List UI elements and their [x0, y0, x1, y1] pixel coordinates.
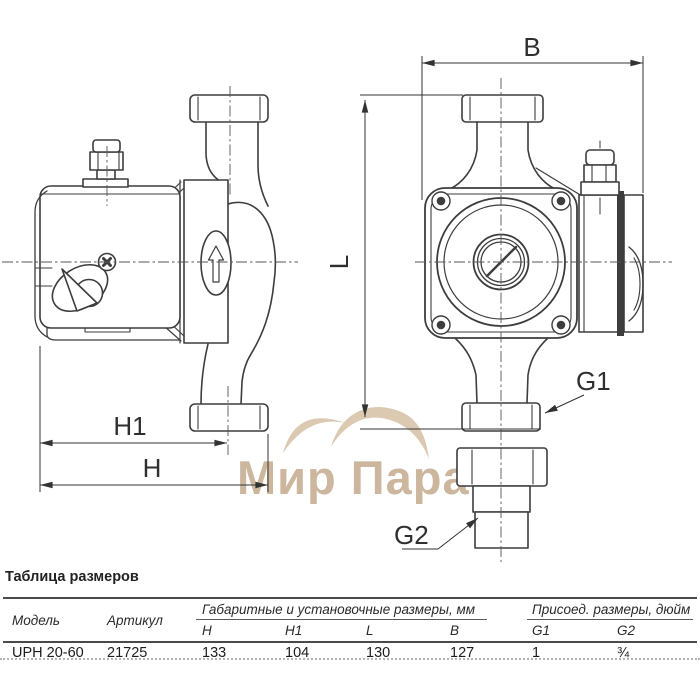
group-underline-dimensions: [196, 619, 487, 620]
pump-front-view: [424, 94, 644, 549]
cell-h: 133: [202, 645, 227, 661]
sub-header-g2: G2: [617, 623, 636, 638]
watermark-swoosh-left: [283, 418, 346, 453]
cell-model: UPH 20-60: [12, 645, 84, 661]
leader-g2: G2: [394, 517, 479, 550]
cell-b: 127: [450, 645, 475, 661]
cell-h1: 104: [285, 645, 310, 661]
sub-header-g1: G1: [532, 623, 551, 638]
dim-label-h1: H1: [113, 411, 146, 441]
centerlines: [2, 78, 672, 562]
dimension-b: B: [421, 32, 644, 200]
side-top-port-fitting: [189, 94, 269, 123]
sub-header-l: L: [366, 623, 374, 638]
front-top-port-fitting: [461, 94, 544, 123]
speed-knob: [51, 263, 109, 313]
cell-g1: 1: [532, 645, 541, 661]
group-header-dimensions: Габаритные и установочные размеры, мм: [202, 602, 476, 617]
dim-label-b: B: [523, 32, 540, 62]
flow-arrow-up-icon: [207, 245, 225, 283]
watermark-text: Мир Пара: [237, 451, 470, 504]
dim-label-h: H: [143, 453, 162, 483]
corner-screws: [431, 191, 571, 335]
sub-header-b: B: [450, 623, 460, 638]
watermark-swoosh-right: [331, 407, 429, 459]
knob-pointer: [61, 268, 98, 312]
cable-gland-side: [82, 139, 129, 188]
cell-g2: ¾: [617, 645, 630, 661]
volute-outline: [201, 202, 276, 404]
flow-direction-badge: [200, 230, 232, 296]
group-header-connections: Присоед. размеры, дюйм: [532, 602, 691, 617]
dim-label-l: L: [324, 255, 354, 269]
cell-article: 21725: [107, 645, 148, 661]
table-rule-header: [3, 641, 697, 643]
watermark: Мир Пара: [237, 407, 470, 504]
table-rule-top: [3, 597, 697, 599]
pump-side-view: [34, 94, 277, 432]
column-header-article: Артикул: [107, 613, 163, 628]
table-title: Таблица размеров: [5, 569, 139, 585]
g2-union-piece: [456, 447, 548, 549]
pump-technical-drawing: Мир Пара: [2, 32, 672, 562]
cable-gland-front: [580, 140, 620, 215]
sub-header-h1: H1: [285, 623, 303, 638]
dimension-h1: H1: [39, 411, 228, 447]
sub-header-h: H: [202, 623, 212, 638]
leader-g1: G1: [544, 366, 611, 414]
dimensions: B L H1 H G1 G2: [39, 32, 644, 550]
dim-label-g1: G1: [576, 366, 611, 396]
group-underline-connections: [527, 619, 693, 620]
column-header-model: Модель: [12, 613, 60, 628]
dimension-l: L: [324, 94, 541, 430]
cell-l: 130: [366, 645, 391, 661]
terminal-box: [578, 191, 644, 336]
dim-label-g2: G2: [394, 520, 429, 550]
side-bottom-port-fitting: [189, 403, 269, 432]
table-rule-bottom-dotted: [0, 658, 700, 660]
dimension-h: H: [39, 346, 269, 492]
